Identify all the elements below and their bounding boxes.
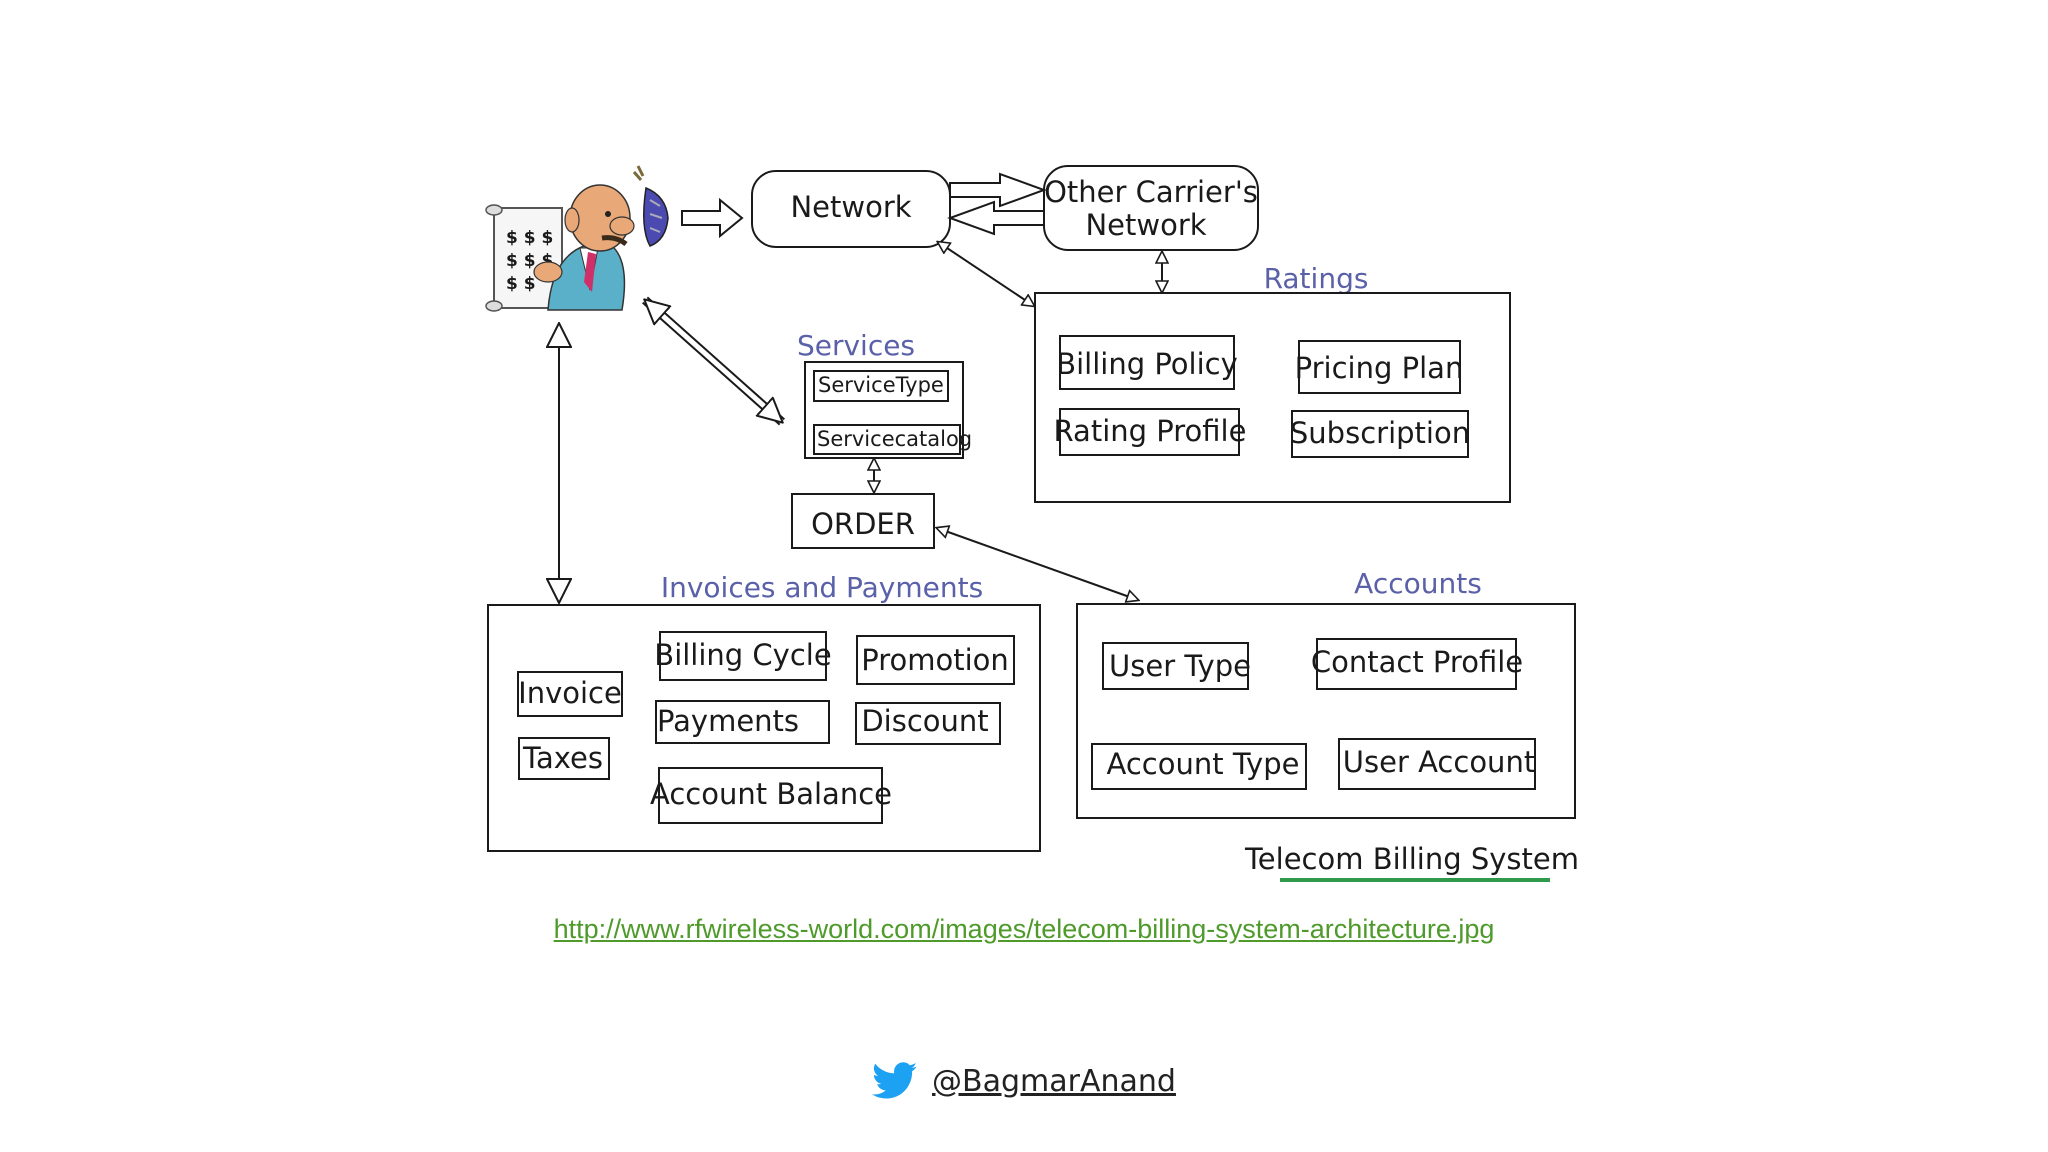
- taxes-box: [518, 737, 610, 780]
- network-box: [751, 170, 951, 248]
- payments-label: Payments: [657, 704, 799, 738]
- twitter-handle[interactable]: @BagmarAnand: [932, 1063, 1176, 1099]
- subscription-label: Subscription: [1290, 416, 1470, 450]
- arrow-carrier-to-network: [947, 200, 1045, 236]
- connector-person-services: [645, 300, 782, 422]
- service-type-box: [813, 370, 949, 402]
- user-account-box: [1338, 738, 1536, 790]
- other-carrier-label-line2: Network: [1085, 208, 1206, 242]
- discount-box: [855, 702, 1001, 745]
- payments-box: [655, 700, 830, 744]
- other-carrier-label-line1: Other Carrier's: [1044, 175, 1258, 209]
- connector-network-ratings: [938, 242, 1034, 306]
- service-type-label: ServiceType: [818, 373, 944, 397]
- account-balance-label: Account Balance: [650, 777, 892, 811]
- source-link[interactable]: http://www.rfwireless-world.com/images/t…: [553, 914, 1495, 944]
- subscription-box: [1291, 410, 1469, 458]
- user-type-label: User Type: [1109, 649, 1251, 683]
- promotion-label: Promotion: [861, 643, 1009, 677]
- rating-profile-box: [1059, 408, 1240, 456]
- pricing-plan-box: [1298, 340, 1461, 394]
- billing-policy-box: [1059, 335, 1235, 390]
- taxes-label: Taxes: [522, 741, 603, 775]
- twitter-bird-icon: [872, 1062, 918, 1099]
- svg-text:$ $ $: $ $ $: [506, 228, 553, 248]
- contact-profile-box: [1316, 638, 1517, 690]
- user-account-label: User Account: [1343, 745, 1535, 779]
- svg-text:$ $: $ $: [506, 274, 536, 294]
- invoices-title: Invoices and Payments: [661, 571, 983, 604]
- network-label: Network: [790, 190, 911, 224]
- promotion-box: [856, 635, 1015, 685]
- rating-profile-label: Rating Profile: [1054, 414, 1247, 448]
- diagram-caption: Telecom Billing System: [1244, 842, 1579, 876]
- ratings-box: [1034, 292, 1511, 503]
- arrow-network-to-carrier: [949, 172, 1047, 208]
- pricing-plan-label: Pricing Plan: [1295, 351, 1464, 385]
- ratings-title: Ratings: [1264, 262, 1369, 295]
- arrow-to-network: [681, 197, 744, 239]
- connector-order-accounts: [937, 528, 1138, 600]
- account-type-box: [1091, 743, 1307, 790]
- twitter-footer: @BagmarAnand: [0, 1062, 2048, 1100]
- businessman-icon: $ $ $ $ $ $ $ $: [485, 165, 669, 312]
- invoice-box: [517, 671, 623, 717]
- accounts-title: Accounts: [1354, 567, 1482, 600]
- invoice-label: Invoice: [518, 676, 622, 710]
- contact-profile-label: Contact Profile: [1311, 645, 1523, 679]
- service-catalog-label: Servicecatalog: [817, 427, 972, 451]
- user-type-box: [1102, 642, 1249, 690]
- services-title: Services: [797, 329, 915, 362]
- discount-label: Discount: [861, 704, 988, 738]
- order-box: [791, 493, 935, 549]
- account-type-label: Account Type: [1107, 747, 1300, 781]
- billing-cycle-label: Billing Cycle: [654, 638, 831, 672]
- other-carrier-box: [1043, 165, 1259, 251]
- billing-policy-label: Billing Policy: [1056, 347, 1238, 381]
- order-label: ORDER: [811, 507, 915, 541]
- service-catalog-box: [813, 424, 961, 455]
- billing-cycle-box: [659, 631, 827, 681]
- account-balance-box: [658, 767, 883, 824]
